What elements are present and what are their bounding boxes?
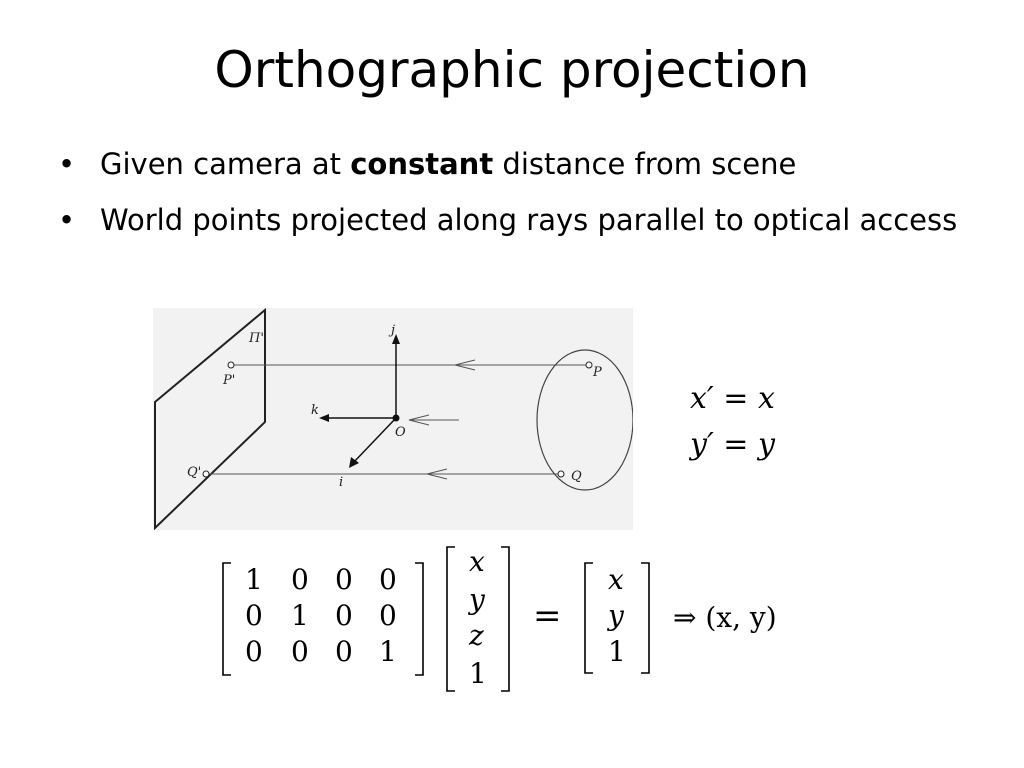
label-j: j (388, 323, 395, 338)
label-q: Q (571, 469, 582, 484)
vector-cell: y (467, 583, 486, 616)
bullet-dot: • (58, 147, 76, 181)
axis-i-arrowhead (349, 457, 359, 468)
bullet-text-pre: Given camera at (100, 147, 351, 181)
matrix-cell: 0 (291, 635, 309, 668)
label-q-prime: Q' (187, 465, 201, 480)
label-k: k (311, 403, 319, 418)
label-p-prime: P' (222, 373, 235, 388)
image-plane (154, 308, 266, 530)
point-p (585, 361, 593, 369)
axis-j-arrowhead (392, 334, 400, 344)
matrix-cell: 0 (335, 563, 353, 596)
vector-cell: z (468, 619, 484, 652)
origin-point (392, 414, 400, 422)
axis-i (352, 417, 397, 464)
implies-result: ⇒ (x, y) (673, 601, 777, 634)
vector-cell: x (469, 545, 485, 578)
point-q (557, 470, 565, 478)
matrix-cell: 0 (245, 599, 263, 632)
matrix-cell: 0 (379, 563, 397, 596)
bullet-text-post: distance from scene (493, 147, 797, 181)
bullet-text: World points projected along rays parall… (100, 203, 958, 237)
equation-y: y′ = y (690, 427, 775, 462)
projection-diagram-svg: Π' P' Q' j k i O P Q (154, 308, 633, 530)
result-left-bracket (584, 562, 593, 674)
bullet-list: • Given camera at constant distance from… (58, 140, 978, 252)
matrix-cell: 1 (291, 599, 309, 632)
projection-diagram: Π' P' Q' j k i O P Q (153, 308, 633, 530)
matrix-left-bracket (222, 562, 231, 676)
axis-k-arrowhead (319, 414, 329, 422)
label-p: P (592, 365, 602, 380)
result-right-bracket (641, 562, 650, 674)
label-o: O (395, 425, 406, 440)
matrix-cell: 0 (335, 599, 353, 632)
vector-cell: 1 (469, 657, 487, 690)
result-cell: y (606, 599, 625, 632)
matrix-cell: 0 (291, 563, 309, 596)
matrix-cell: 1 (379, 635, 397, 668)
bullet-dot: • (58, 203, 76, 237)
slide-title: Orthographic projection (214, 41, 810, 99)
label-pi-prime: Π' (248, 331, 264, 346)
matrix-cell: 0 (379, 599, 397, 632)
matrix-equation-svg: 1 0 0 0 0 1 0 0 0 0 0 1 x y z 1 = x y 1 … (222, 545, 777, 692)
vector-right-bracket (501, 546, 510, 692)
equals-sign: = (533, 596, 562, 636)
matrix-cell: 0 (335, 635, 353, 668)
scene-ellipse (536, 349, 633, 491)
projection-matrix-equation: 1 0 0 0 0 1 0 0 0 0 0 1 x y z 1 = x y 1 … (215, 545, 815, 695)
result-cell: 1 (608, 635, 626, 668)
bullet-item: • Given camera at constant distance from… (58, 140, 978, 188)
bullet-item: • World points projected along rays para… (58, 196, 978, 244)
bullet-text-bold: constant (350, 147, 494, 181)
point-q-prime (202, 470, 210, 478)
vector-left-bracket (446, 546, 455, 692)
ray-arrow-q (426, 468, 448, 480)
equation-x: x′ = x (690, 381, 775, 416)
matrix-right-bracket (415, 562, 424, 676)
matrix-cell: 0 (245, 635, 263, 668)
ray-arrow-p (454, 359, 476, 371)
label-i: i (339, 475, 343, 490)
point-p-prime (227, 361, 235, 369)
matrix-cell: 1 (245, 563, 263, 596)
result-cell: x (608, 563, 624, 596)
ray-arrow-center (408, 414, 430, 426)
